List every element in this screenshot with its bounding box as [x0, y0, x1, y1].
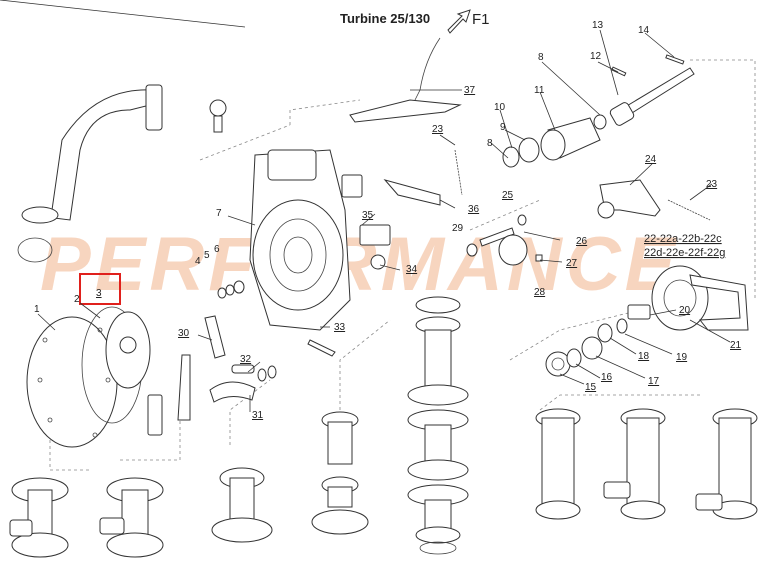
elbow-pipe [17, 84, 163, 263]
callout-16: 16 [601, 372, 613, 383]
assembly-guide-lines [49, 59, 756, 471]
callout-2: 2 [74, 294, 80, 305]
callout-13: 13 [592, 20, 604, 31]
lower-center-parts [147, 280, 336, 436]
callout-23a: 23 [432, 124, 444, 135]
callout-15: 15 [585, 382, 597, 393]
callout-29: 29 [452, 223, 464, 234]
callout-18: 18 [638, 351, 650, 362]
bottom-fittings [9, 408, 758, 558]
cover-plate [26, 316, 118, 448]
central-column [407, 296, 469, 555]
callout-4: 4 [195, 256, 201, 267]
callout-8b: 8 [487, 138, 493, 149]
callout-28: 28 [534, 287, 546, 298]
watermark: PERFORMANCE [40, 222, 679, 307]
diagram-title: Turbine 25/130 [340, 11, 430, 26]
callout-32: 32 [240, 354, 252, 365]
direction-arrow-icon [447, 9, 471, 34]
callout-12: 12 [590, 51, 602, 62]
gasket-impeller [79, 273, 151, 424]
callout-37: 37 [464, 85, 476, 96]
callout-7: 7 [216, 208, 222, 219]
bearings [545, 336, 603, 377]
callout-6: 6 [214, 244, 220, 255]
part-code-line-2: 22d-22e-22f-22g [644, 247, 725, 259]
leader-lines [0, 0, 731, 412]
callout-24: 24 [645, 154, 657, 165]
callout-1: 1 [34, 304, 40, 315]
shaft-assembly [502, 54, 695, 168]
callout-35: 35 [362, 210, 374, 221]
callout-36: 36 [468, 204, 480, 215]
callout-30: 30 [178, 328, 190, 339]
callout-23b: 23 [706, 179, 718, 190]
callout-8a: 8 [538, 52, 544, 63]
callout-34: 34 [406, 264, 418, 275]
lever-spring [454, 149, 711, 221]
small-parts [341, 174, 543, 270]
callout-31: 31 [252, 410, 264, 421]
callout-17: 17 [648, 376, 660, 387]
direction-label: F1 [472, 11, 490, 28]
callout-21: 21 [730, 340, 742, 351]
callout-3: 3 [96, 288, 102, 299]
callout-26: 26 [576, 236, 588, 247]
pulley-belt [597, 265, 749, 343]
callout-20: 20 [679, 305, 691, 316]
callout-11: 11 [534, 85, 545, 96]
callout-5: 5 [204, 250, 210, 261]
hose-lever [349, 37, 462, 123]
callout-9: 9 [500, 122, 506, 133]
callout-33: 33 [334, 322, 346, 333]
callout-27: 27 [566, 258, 578, 269]
callout-25: 25 [502, 190, 514, 201]
pressure-gauge-icon [209, 99, 227, 133]
callout-14: 14 [638, 25, 650, 36]
part-code-line-1: 22-22a-22b-22c [644, 233, 722, 245]
callout-10: 10 [494, 102, 506, 113]
callout-19: 19 [676, 352, 688, 363]
callout-labels: 1 2 3 4 5 6 7 8 8 9 10 11 12 13 14 15 16… [34, 20, 742, 421]
highlight-box [79, 273, 121, 305]
pump-housing [249, 149, 351, 331]
